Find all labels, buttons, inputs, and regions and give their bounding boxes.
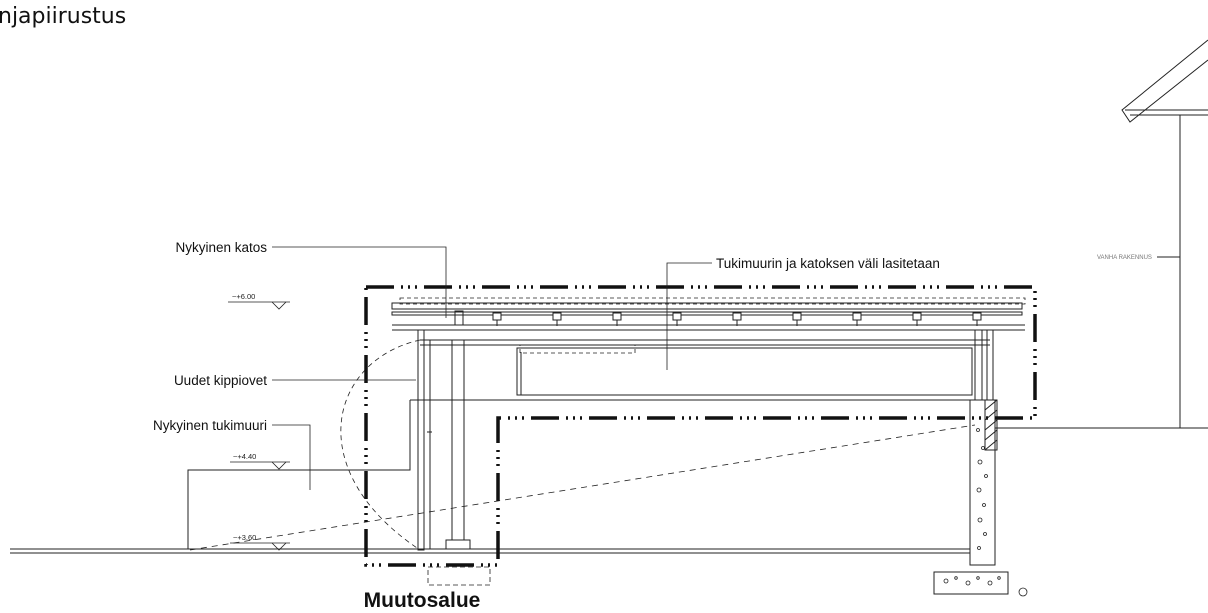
door-swing-arc [340, 339, 421, 551]
old-building-label: VANHA RAKENNUS [1097, 255, 1152, 261]
label-new-doors: Uudet kippiovet [174, 373, 267, 388]
change-area-footing [427, 566, 491, 586]
change-area-label: Muutosalue [364, 589, 481, 612]
foundation-wall [933, 399, 1009, 595]
level-mid-text: ~+4.40 [233, 452, 256, 461]
columns [417, 329, 994, 551]
change-area-boundary [364, 285, 1037, 567]
label-current-wall: Nykyinen tukimuuri [153, 418, 267, 433]
slope-line [189, 424, 976, 551]
label-current-canopy: Nykyinen katos [175, 240, 267, 255]
leader-lines [272, 246, 712, 490]
label-glazing-note: Tukimuurin ja katoksen väli lasitetaan [716, 256, 940, 271]
canopy-roof [391, 302, 1025, 331]
ground-line [10, 548, 970, 554]
level-top-text: ~+6.00 [232, 292, 255, 301]
glazing-panel [420, 339, 990, 396]
level-marker-top [228, 301, 290, 310]
roof-purlins [492, 312, 982, 326]
retaining-wall [187, 399, 975, 549]
old-building [995, 39, 1208, 429]
level-ground-text: ~+3.60 [233, 533, 256, 542]
drawing-title: njapiirustus [0, 4, 127, 29]
level-marker-mid [230, 461, 290, 470]
level-marker-ground [230, 542, 290, 551]
foundation-aggregate [943, 428, 1028, 597]
